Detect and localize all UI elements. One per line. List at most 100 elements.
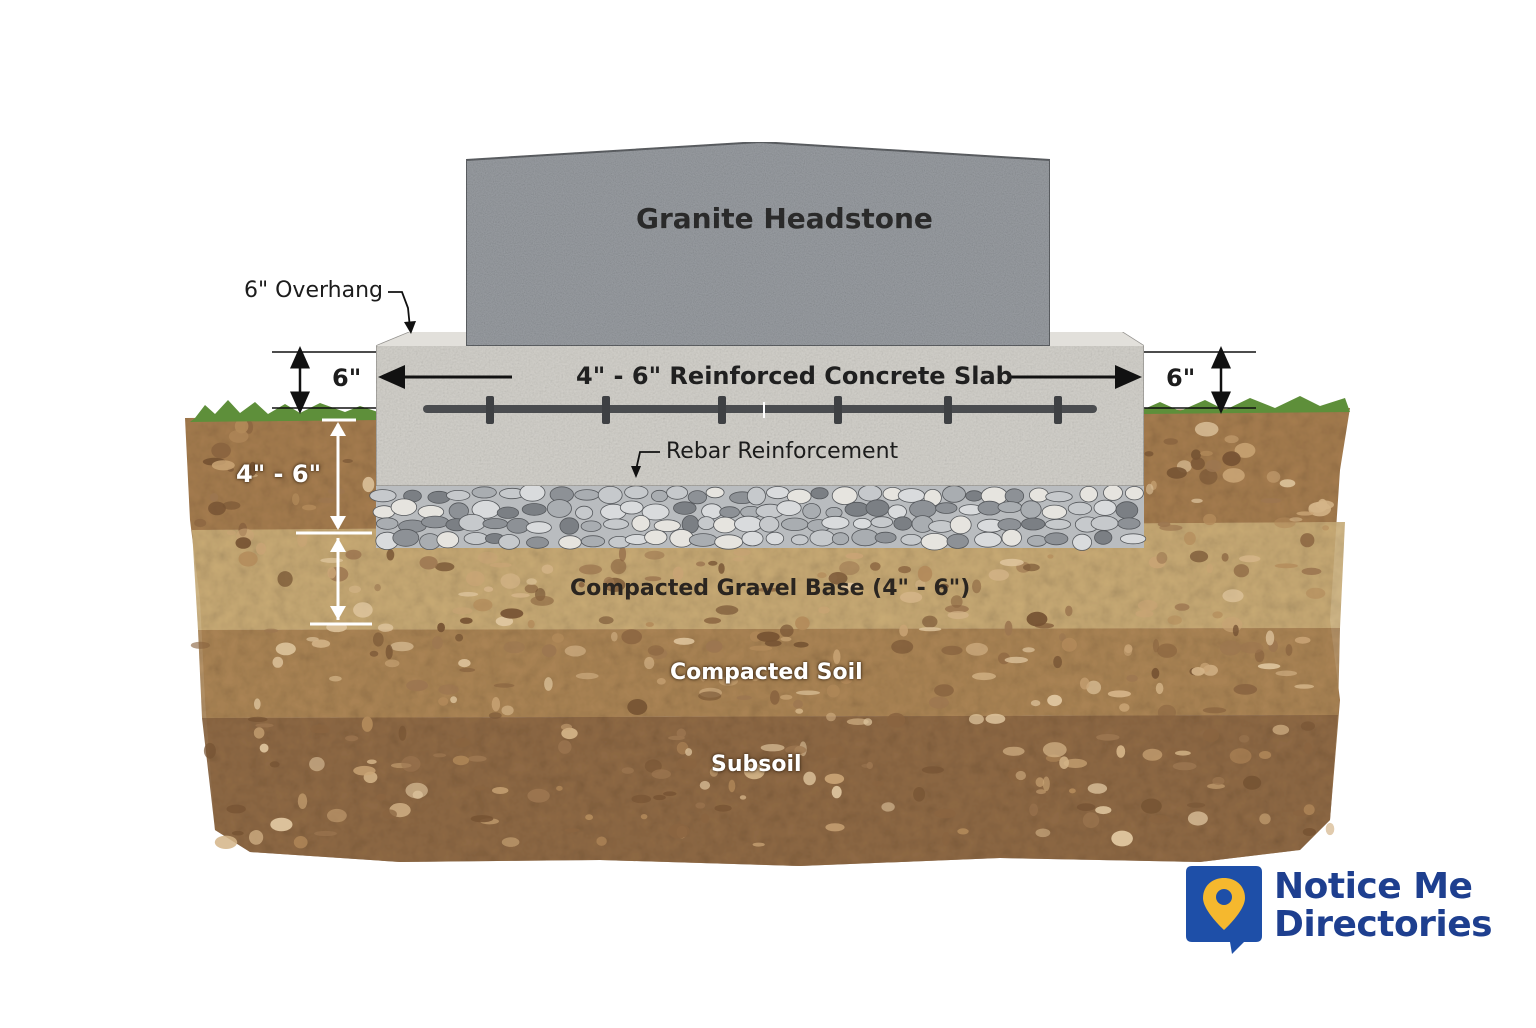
crushed-stone: [935, 502, 958, 514]
soil-pebble: [249, 830, 264, 845]
soil-pebble: [1259, 813, 1271, 825]
crushed-stone: [653, 519, 681, 532]
soil-pebble: [1059, 633, 1066, 642]
soil-pebble: [972, 579, 982, 594]
soil-pebble: [1222, 589, 1244, 603]
soil-pebble: [1059, 756, 1069, 769]
crushed-stone: [526, 536, 549, 549]
soil-pebble: [234, 419, 249, 434]
brand-name-line2: Directories: [1274, 904, 1493, 945]
soil-pebble: [621, 767, 634, 774]
soil-pebble: [398, 725, 407, 741]
soil-pebble: [1265, 630, 1275, 646]
soil-pebble: [917, 565, 933, 582]
crushed-stone: [1079, 486, 1098, 503]
crushed-stone: [1001, 528, 1022, 547]
soil-pebble: [372, 632, 384, 647]
soil-pebble: [1172, 762, 1197, 771]
crushed-stone: [1090, 515, 1119, 531]
crushed-stone: [776, 500, 802, 516]
soil-pebble: [342, 459, 353, 463]
soil-pebble: [928, 696, 949, 709]
crushed-stone: [574, 489, 600, 501]
soil-pebble: [1151, 667, 1160, 679]
soil-pebble: [438, 684, 459, 695]
soil-pebble: [1239, 555, 1261, 563]
crushed-stone: [1094, 530, 1113, 545]
soil-pebble: [770, 690, 780, 705]
crushed-stone: [651, 489, 669, 503]
soil-pebble: [640, 814, 648, 820]
crushed-stone: [900, 533, 922, 546]
soil-pebble: [663, 791, 677, 796]
soil-pebble: [1087, 783, 1108, 794]
overhang-label: 6" Overhang: [244, 278, 383, 303]
soil-pebble: [1202, 707, 1227, 714]
soil-pebble: [1175, 750, 1191, 756]
soil-pebble: [698, 691, 722, 701]
soil-pebble: [211, 442, 231, 459]
soil-pebble: [419, 556, 438, 570]
crushed-stone: [436, 531, 460, 549]
soil-pebble: [564, 645, 586, 657]
soil-pebble: [551, 633, 564, 643]
soil-pebble: [235, 537, 252, 549]
soil-pebble: [825, 823, 845, 832]
soil-pebble: [1300, 533, 1315, 548]
soil-pebble: [412, 790, 423, 799]
soil-pebble: [749, 645, 773, 651]
soil-pebble: [708, 560, 718, 566]
soil-pebble: [1063, 758, 1088, 769]
soil-pebble: [1294, 684, 1314, 689]
crushed-stone: [852, 518, 872, 530]
crushed-stone: [781, 517, 809, 532]
rebar-chair: [834, 396, 842, 424]
soil-pebble: [1174, 603, 1190, 611]
soil-pebble: [541, 564, 554, 574]
soil-pebble: [1145, 483, 1154, 495]
soil-pebble: [939, 583, 949, 589]
crushed-stone: [496, 506, 519, 519]
soil-pebble: [382, 809, 397, 819]
soil-pebble: [564, 828, 580, 833]
soil-pebble: [744, 763, 765, 780]
soil-pebble: [696, 561, 706, 567]
soil-pebble: [823, 743, 845, 759]
rebar-chair: [602, 396, 610, 424]
crushed-stone: [713, 516, 737, 534]
crushed-stone: [893, 516, 913, 531]
soil-pebble: [1002, 746, 1025, 756]
soil-pebble: [1305, 587, 1326, 599]
crushed-stone: [1067, 501, 1093, 516]
crushed-stone: [802, 503, 821, 520]
soil-pebble: [297, 532, 308, 547]
crushed-stone: [844, 501, 870, 517]
soil-pebble: [560, 723, 573, 731]
crushed-stone: [974, 531, 1002, 548]
crushed-stone: [1027, 535, 1048, 547]
soil-pebble: [253, 698, 261, 710]
soil-pebbles: [190, 419, 1335, 849]
soil-pebble: [558, 740, 572, 754]
crushed-stone: [1045, 518, 1072, 530]
soil-pebble: [739, 795, 747, 800]
soil-pebble: [1233, 684, 1258, 695]
soil-pebble: [1126, 674, 1138, 682]
soil-pebble: [695, 802, 706, 809]
subsoil-label: Subsoil: [711, 752, 802, 777]
soil-pebble: [887, 712, 906, 728]
soil-pebble: [1141, 798, 1162, 814]
soil-pebble: [293, 836, 308, 849]
crushed-stone: [624, 485, 649, 500]
soil-pebble: [327, 808, 347, 823]
soil-pebble: [699, 780, 711, 790]
crushed-stone: [392, 528, 420, 547]
crushed-stone: [851, 528, 879, 547]
soil-pebble: [1212, 776, 1225, 786]
soil-pebble: [915, 579, 926, 590]
crushed-stone: [427, 490, 451, 504]
soil-pebble: [376, 793, 386, 801]
soil-pebble: [1238, 735, 1250, 743]
soil-pebble: [861, 763, 873, 768]
